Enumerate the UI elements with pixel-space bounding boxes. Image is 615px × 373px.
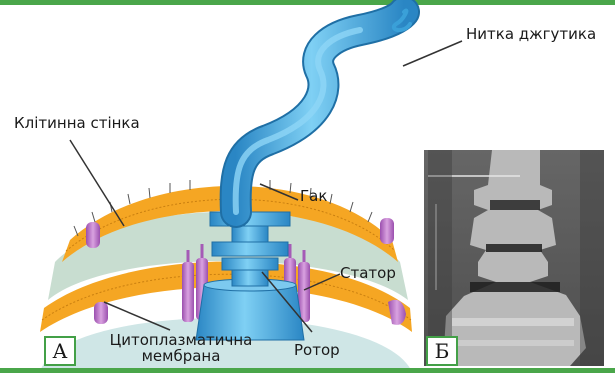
label-flagellum-filament: Нитка джгутика [466,26,596,43]
flagellum [236,11,410,212]
outer-membrane-protein [380,218,394,244]
label-hook: Гак [300,188,327,205]
panel-label-a: А [44,336,76,366]
label-cell-wall: Клітинна стінка [14,115,140,132]
label-stator: Статор [340,265,396,282]
label-rotor: Ротор [294,342,340,359]
inner-membrane-protein [94,302,108,324]
micrograph-panel [424,150,604,366]
outer-membrane-protein [86,222,100,248]
panel-label-b: Б [426,336,458,366]
leader-filament [403,41,462,66]
leader-cell-wall [70,140,124,226]
label-cytoplasmic-membrane: Цитоплазматична мембрана [96,332,266,364]
bottom-rule [0,368,615,373]
